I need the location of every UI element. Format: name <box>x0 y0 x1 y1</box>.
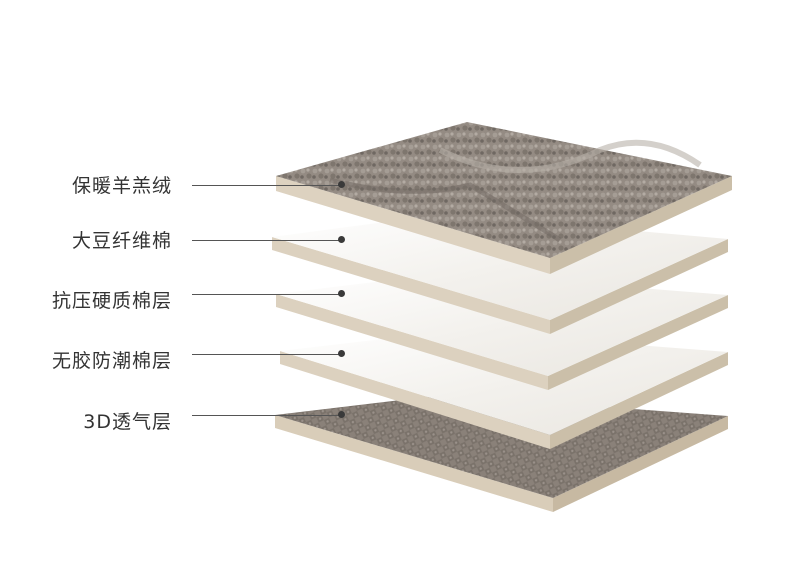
marker-dot-compression-cotton <box>338 290 345 297</box>
layer-lamb-fleece <box>276 122 732 274</box>
leader-line-soybean-cotton <box>192 240 342 241</box>
marker-dot-3d-mesh <box>338 411 345 418</box>
leader-line-moisture-cotton <box>192 354 342 355</box>
label-compression-cotton: 抗压硬质棉层 <box>51 290 172 312</box>
label-lamb-fleece: 保暖羊羔绒 <box>71 175 172 197</box>
marker-dot-soybean-cotton <box>338 236 345 243</box>
marker-dot-lamb-fleece <box>338 181 345 188</box>
leader-line-compression-cotton <box>192 294 342 295</box>
leader-line-3d-mesh <box>192 415 342 416</box>
label-3d-mesh: 3D透气层 <box>83 411 172 433</box>
label-moisture-cotton: 无胶防潮棉层 <box>51 350 172 372</box>
leader-line-lamb-fleece <box>192 185 342 186</box>
label-soybean-cotton: 大豆纤维棉 <box>71 230 172 252</box>
marker-dot-moisture-cotton <box>338 350 345 357</box>
layer-3d-mesh <box>275 395 728 512</box>
